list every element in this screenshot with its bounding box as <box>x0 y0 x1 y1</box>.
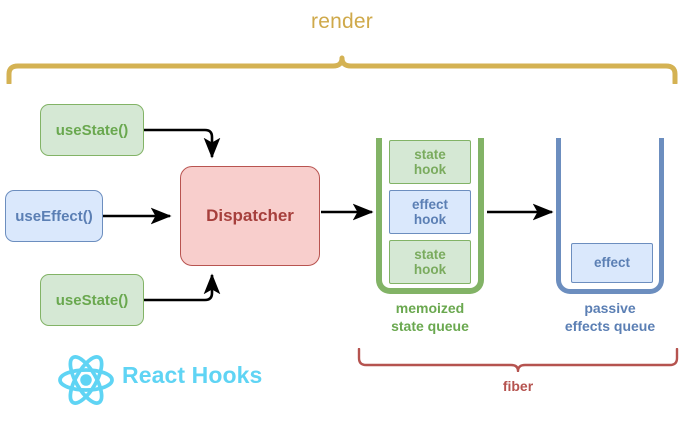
queue-item-line2: hook <box>413 262 447 277</box>
label-line-1: memoized <box>395 300 465 316</box>
queue-item-state-hook-2[interactable]: state hook <box>389 240 471 284</box>
hook-label: useState() <box>55 121 129 139</box>
render-brace <box>6 55 678 84</box>
queue-item-line2: hook <box>413 212 447 227</box>
hook-label: useState() <box>55 291 129 309</box>
hook-box-usestate-bottom[interactable]: useState() <box>40 274 144 326</box>
label-line-1: passive <box>584 300 636 316</box>
queue-item-line1: effect <box>411 196 448 212</box>
queue-item-line1: effect <box>593 255 630 271</box>
fiber-label: fiber <box>502 378 534 394</box>
react-hooks-label: React Hooks <box>122 362 263 388</box>
queue-item-state-hook-1[interactable]: state hook <box>389 140 471 184</box>
memoized-state-queue-label: memoized state queue <box>366 300 494 335</box>
queue-item-line1: state <box>414 246 446 262</box>
label-line-2: effects queue <box>564 317 656 334</box>
queue-item-effect[interactable]: effect <box>571 243 653 283</box>
passive-effects-queue-container <box>556 138 664 294</box>
react-logo-icon <box>58 355 114 405</box>
hook-box-usestate-top[interactable]: useState() <box>40 104 144 156</box>
queue-item-effect-hook[interactable]: effect hook <box>389 190 471 234</box>
memoized-state-queue-container <box>376 138 484 294</box>
hook-label: useEffect() <box>15 207 93 225</box>
passive-effects-queue-label: passive effects queue <box>546 300 674 335</box>
hook-box-useeffect[interactable]: useEffect() <box>5 190 103 242</box>
dispatcher-box[interactable]: Dispatcher <box>180 166 320 266</box>
label-line-2: state queue <box>391 317 469 334</box>
render-title: render <box>311 10 373 33</box>
queue-item-line1: state <box>414 146 446 162</box>
dispatcher-label: Dispatcher <box>206 206 294 225</box>
queue-item-line2: hook <box>413 162 447 177</box>
fiber-brace <box>357 348 679 372</box>
